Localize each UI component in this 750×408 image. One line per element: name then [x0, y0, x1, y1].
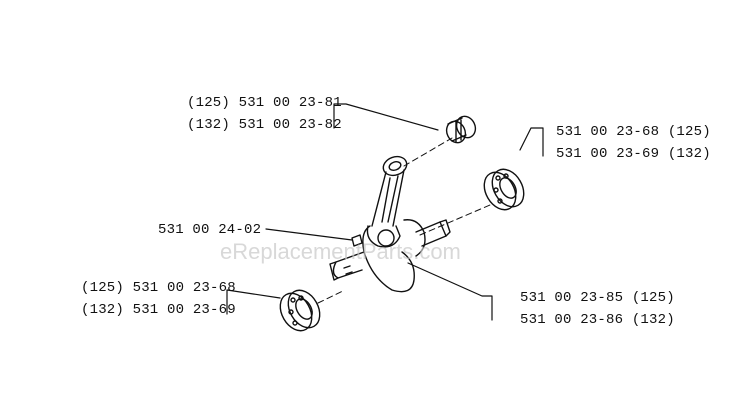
- part-label-ball-bearing-left-125[interactable]: (125) 531 00 23-68: [81, 280, 236, 296]
- part-label-ball-bearing-left-132[interactable]: (132) 531 00 23-69: [81, 302, 236, 318]
- crankshaft-icon: [329, 155, 451, 293]
- part-label-ball-bearing-right-132[interactable]: 531 00 23-69 (132): [556, 146, 711, 162]
- part-label-ball-bearing-right-125[interactable]: 531 00 23-68 (125): [556, 124, 711, 140]
- part-label-key[interactable]: 531 00 24-02: [158, 222, 262, 238]
- assembly-axes: [317, 137, 491, 304]
- part-label-needle-bearing-125[interactable]: (125) 531 00 23-81: [187, 95, 342, 111]
- part-label-crankshaft-125[interactable]: 531 00 23-85 (125): [520, 290, 675, 306]
- needle-bearing-icon: [445, 115, 477, 144]
- key-icon: [351, 234, 363, 247]
- ball-bearing-left-icon: [279, 289, 321, 332]
- watermark: eReplacementParts.com: [220, 239, 461, 264]
- ball-bearing-right-icon: [483, 168, 525, 211]
- leader-lines: [226, 103, 544, 321]
- part-label-needle-bearing-132[interactable]: (132) 531 00 23-82: [187, 117, 342, 133]
- part-label-crankshaft-132[interactable]: 531 00 23-86 (132): [520, 312, 675, 328]
